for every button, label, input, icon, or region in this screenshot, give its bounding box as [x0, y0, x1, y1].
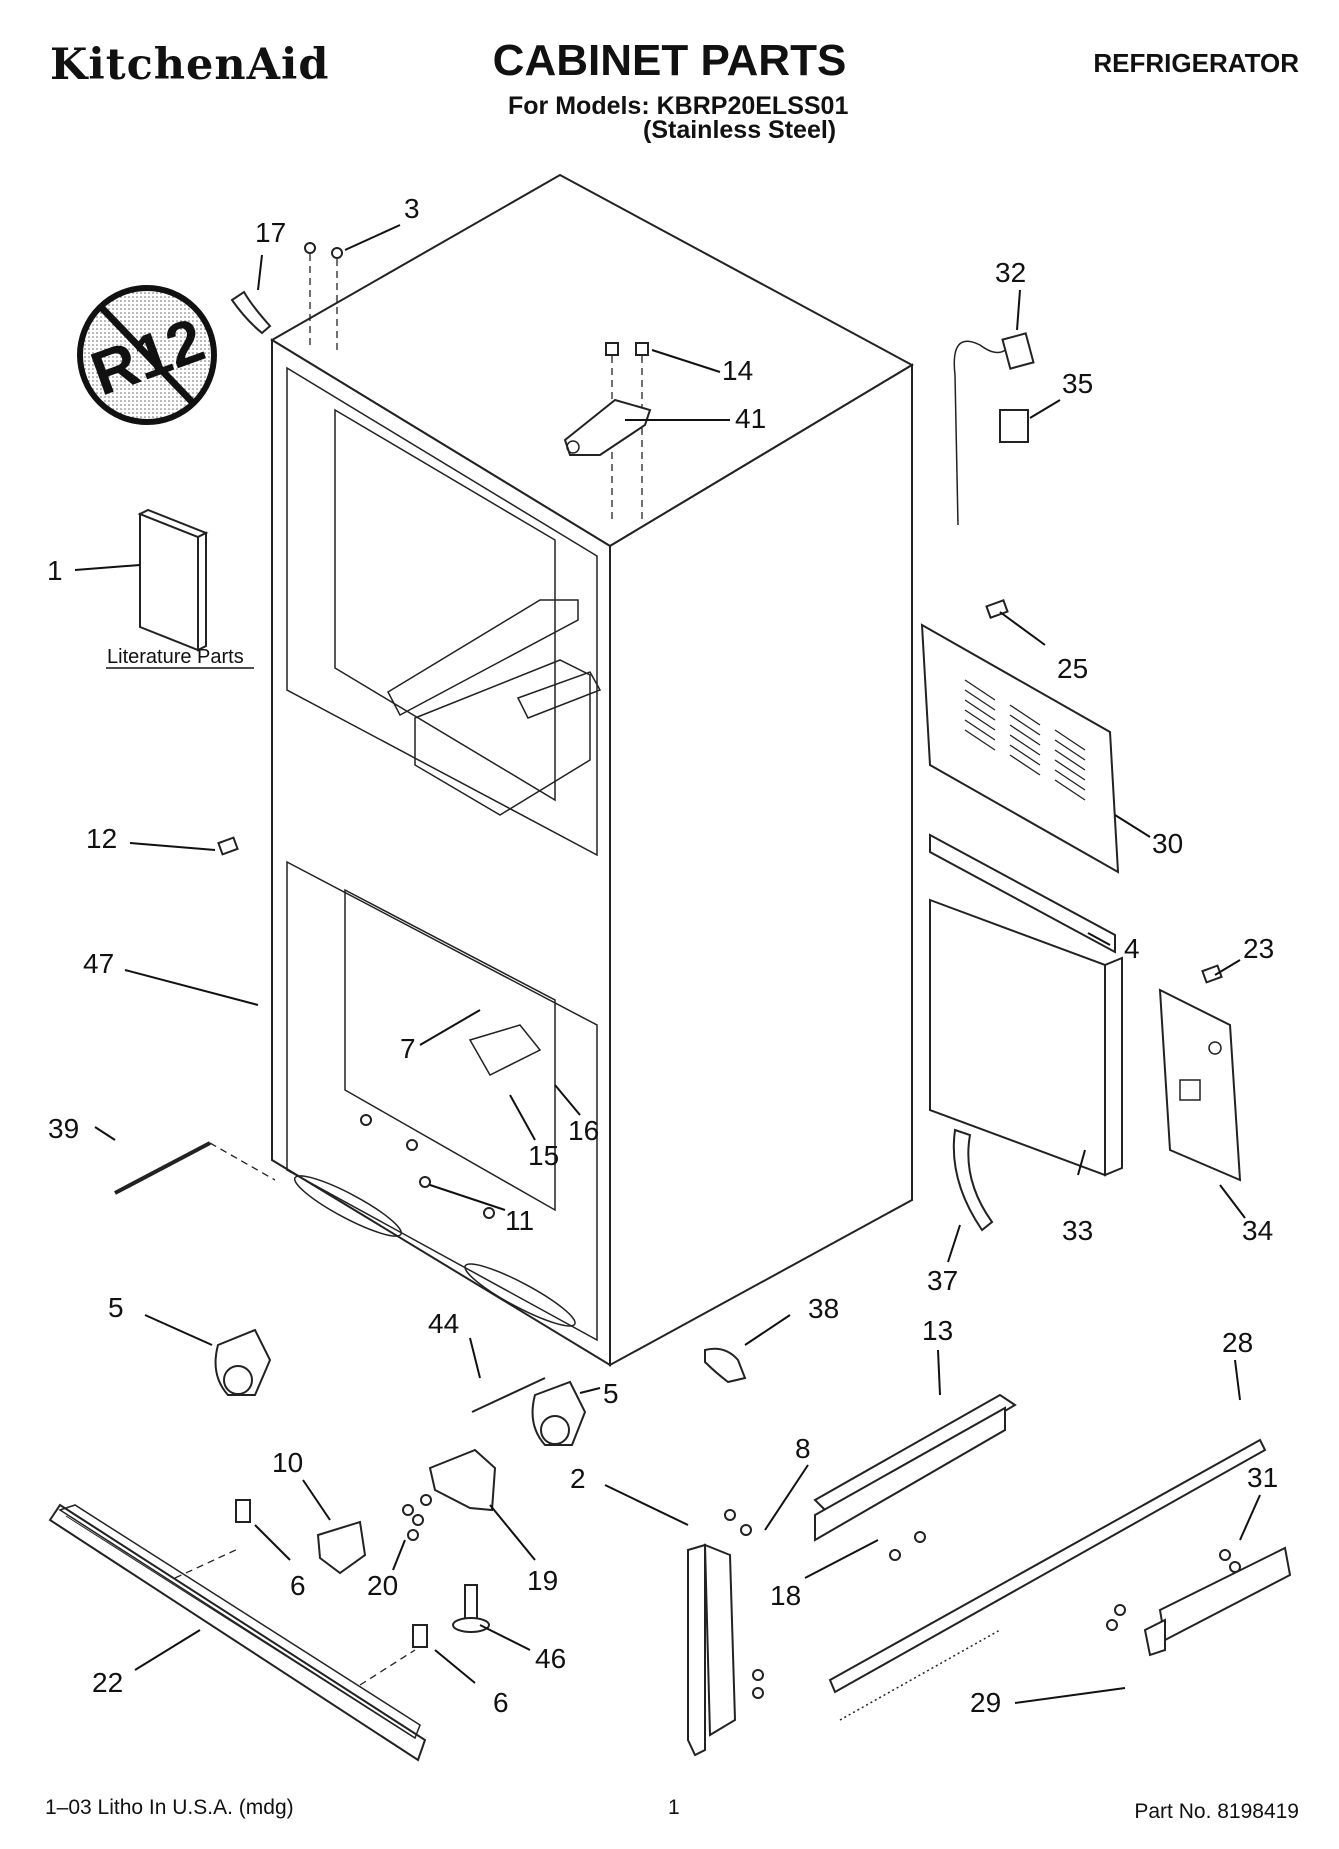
- rear-panels: [929, 833, 1242, 1232]
- models-line: For Models: KBRP20ELSS01: [508, 92, 849, 120]
- rod-39: [114, 1141, 211, 1195]
- callout-32: 32: [995, 257, 1026, 288]
- callout-33: 33: [1062, 1215, 1093, 1246]
- callout-5-center: 5: [603, 1378, 619, 1409]
- callout-19: 19: [527, 1565, 558, 1596]
- rear-access-cover: [920, 623, 1120, 874]
- callout-numbers: 17 3 14 41 32 35 1 25 12 30 47 4 23 7 39…: [47, 193, 1278, 1718]
- callout-34: 34: [1242, 1215, 1273, 1246]
- callout-16: 16: [568, 1115, 599, 1146]
- callout-15: 15: [528, 1140, 559, 1171]
- callout-31: 31: [1247, 1462, 1278, 1493]
- callout-25: 25: [1057, 653, 1088, 684]
- callout-6-left: 6: [290, 1570, 306, 1601]
- finish-line: (Stainless Steel): [643, 116, 837, 144]
- callout-11: 11: [505, 1205, 534, 1236]
- callout-30: 30: [1152, 828, 1183, 859]
- literature-book: Literature Parts: [106, 508, 254, 669]
- callout-13: 13: [922, 1315, 953, 1346]
- callout-28: 28: [1222, 1327, 1253, 1358]
- literature-parts-label: Literature Parts: [107, 646, 244, 668]
- callout-41: 41: [735, 403, 766, 434]
- callout-23: 23: [1243, 933, 1274, 964]
- callout-3: 3: [404, 193, 420, 224]
- callout-7: 7: [400, 1033, 416, 1064]
- callout-4: 4: [1124, 933, 1140, 964]
- cabinet-body: [270, 173, 915, 1367]
- brand-logo: KitchenAid: [50, 40, 330, 90]
- callout-37: 37: [927, 1265, 958, 1296]
- callout-8: 8: [795, 1433, 811, 1464]
- callout-14: 14: [722, 355, 753, 386]
- toe-grille: [48, 1503, 427, 1762]
- footer-page-number: 1: [668, 1796, 680, 1819]
- footer-part-number: Part No. 8198419: [1134, 1800, 1299, 1823]
- callout-47: 47: [83, 948, 114, 979]
- callout-10: 10: [272, 1447, 303, 1478]
- leader-lines: [74, 224, 1261, 1704]
- page-title: CABINET PARTS: [492, 36, 847, 85]
- callout-38: 38: [808, 1293, 839, 1324]
- callout-44: 44: [428, 1308, 459, 1339]
- screws: [217, 599, 1241, 1699]
- callout-1: 1: [47, 555, 63, 586]
- top-hardware: [230, 242, 652, 520]
- footer-litho-text: 1–03 Litho In U.S.A. (mdg): [45, 1796, 294, 1819]
- callout-6-bottom: 6: [493, 1687, 509, 1718]
- callout-22: 22: [92, 1667, 123, 1698]
- callout-5-left: 5: [108, 1292, 124, 1323]
- callout-46: 46: [535, 1643, 566, 1674]
- callout-12: 12: [86, 823, 117, 854]
- callout-2: 2: [570, 1463, 586, 1494]
- callout-35: 35: [1062, 368, 1093, 399]
- sensor-parts: [953, 332, 1035, 526]
- callout-18: 18: [770, 1580, 801, 1611]
- drawer-rails: [813, 1393, 1292, 1721]
- callout-39: 39: [48, 1113, 79, 1144]
- no-r12-badge: R12: [77, 285, 217, 425]
- category-label: REFRIGERATOR: [1093, 48, 1299, 78]
- callout-17: 17: [255, 217, 286, 248]
- callout-29: 29: [970, 1687, 1001, 1718]
- casters: [214, 1328, 747, 1446]
- small-brackets: [174, 1448, 497, 1686]
- callout-20: 20: [367, 1570, 398, 1601]
- vertical-bracket: [687, 1543, 706, 1757]
